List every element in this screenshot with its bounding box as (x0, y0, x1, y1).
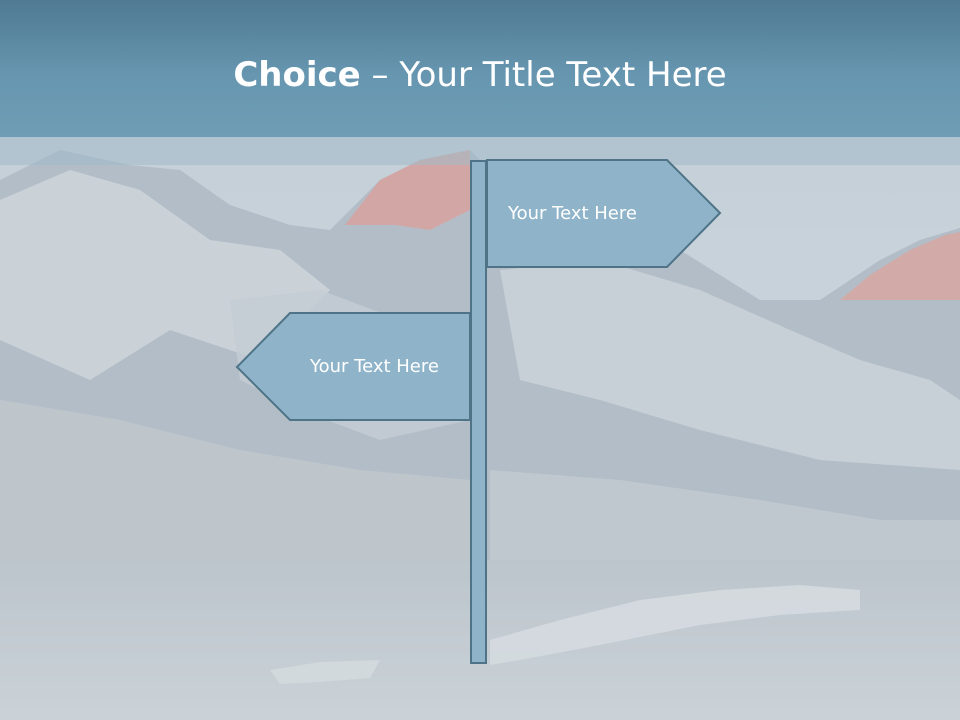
signpost-pole[interactable] (470, 160, 487, 664)
slide-title-bold: Choice (233, 55, 361, 95)
title-bar (0, 0, 960, 137)
right-sign-label[interactable]: Your Text Here (508, 203, 637, 224)
left-sign-label[interactable]: Your Text Here (310, 356, 439, 377)
slide-title-rest: – Your Title Text Here (360, 55, 727, 95)
right-arrow-sign[interactable] (486, 159, 722, 268)
slide-title[interactable]: Choice – Your Title Text Here (0, 52, 960, 98)
